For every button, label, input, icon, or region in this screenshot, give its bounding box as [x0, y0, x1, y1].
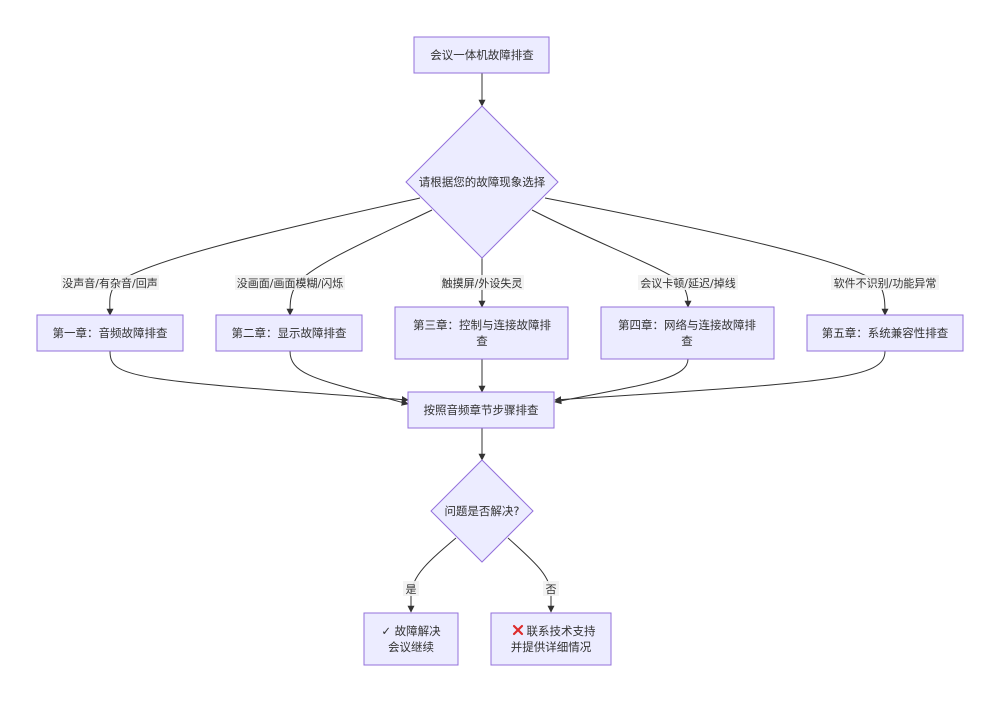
node-follow-steps-label: 按照音频章节步骤排查	[424, 403, 539, 417]
edge-labels: 没声音/有杂音/回声 没画面/画面模糊/闪烁 触摸屏/外设失灵 会议卡顿/延迟/…	[61, 275, 939, 596]
edge-solved-no	[507, 537, 555, 613]
node-chapter-1: 第一章：音频故障排查	[36, 314, 184, 352]
edge-label-yes: 是	[406, 583, 417, 596]
node-start: 会议一体机故障排查	[413, 36, 550, 74]
node-resolved-label-line2: 会议继续	[388, 640, 434, 654]
node-contact-support-label-line2: 并提供详细情况	[511, 640, 592, 654]
edge-ch4-follow	[554, 358, 689, 405]
node-chapter-4: 第四章：网络与连接故障排 查	[600, 306, 775, 360]
node-choose-label: 请根据您的故障现象选择	[419, 175, 546, 189]
node-chapter-2: 第二章：显示故障排查	[215, 314, 363, 352]
edge-choose-ch5	[544, 197, 889, 316]
node-start-label: 会议一体机故障排查	[430, 48, 534, 62]
node-solved-label: 问题是否解决?	[444, 504, 519, 518]
edge-choose-ch1	[106, 197, 421, 316]
edge-choose-ch2	[286, 209, 433, 316]
node-choose-decision: 请根据您的故障现象选择	[405, 105, 559, 259]
edge-label-no: 否	[546, 583, 557, 596]
node-resolved-label-line1: ✓ 故障解决	[381, 624, 441, 638]
cross-mark-icon	[512, 624, 524, 636]
node-chapter-3-label-line2: 查	[476, 334, 488, 348]
node-chapter-2-label: 第二章：显示故障排查	[232, 326, 347, 340]
edge-solved-yes	[407, 537, 457, 613]
node-resolved: ✓ 故障解决 会议继续	[363, 612, 459, 666]
edge-label-network: 会议卡顿/延迟/掉线	[640, 276, 735, 290]
edge-label-software: 软件不识别/功能异常	[834, 276, 937, 290]
node-chapter-4-label-line2: 查	[681, 334, 693, 348]
node-chapter-1-label: 第一章：音频故障排查	[53, 326, 168, 340]
node-contact-support: 联系技术支持 并提供详细情况	[490, 612, 612, 666]
node-follow-steps: 按照音频章节步骤排查	[407, 391, 555, 429]
edge-ch1-follow	[109, 350, 409, 404]
edge-label-control: 触摸屏/外设失灵	[442, 276, 523, 290]
edge-ch5-follow	[554, 350, 886, 404]
nodes: 会议一体机故障排查 请根据您的故障现象选择 第一章：音频故障排查 第二章：显示故…	[36, 36, 964, 666]
node-chapter-3-label-line1: 第三章：控制与连接故障排	[413, 318, 551, 332]
edge-choose-ch4	[531, 209, 692, 308]
edge-label-display: 没画面/画面模糊/闪烁	[237, 276, 343, 290]
node-chapter-3: 第三章：控制与连接故障排 查	[394, 306, 569, 360]
edge-ch2-follow	[289, 350, 409, 406]
node-chapter-4-label-line1: 第四章：网络与连接故障排	[618, 318, 756, 332]
node-chapter-5-label: 第五章：系统兼容性排查	[822, 326, 949, 340]
node-contact-support-label-line1: 联系技术支持	[527, 624, 596, 638]
node-solved-decision: 问题是否解决?	[430, 459, 534, 563]
node-chapter-5: 第五章：系统兼容性排查	[806, 314, 964, 352]
edge-label-audio: 没声音/有杂音/回声	[62, 276, 157, 290]
